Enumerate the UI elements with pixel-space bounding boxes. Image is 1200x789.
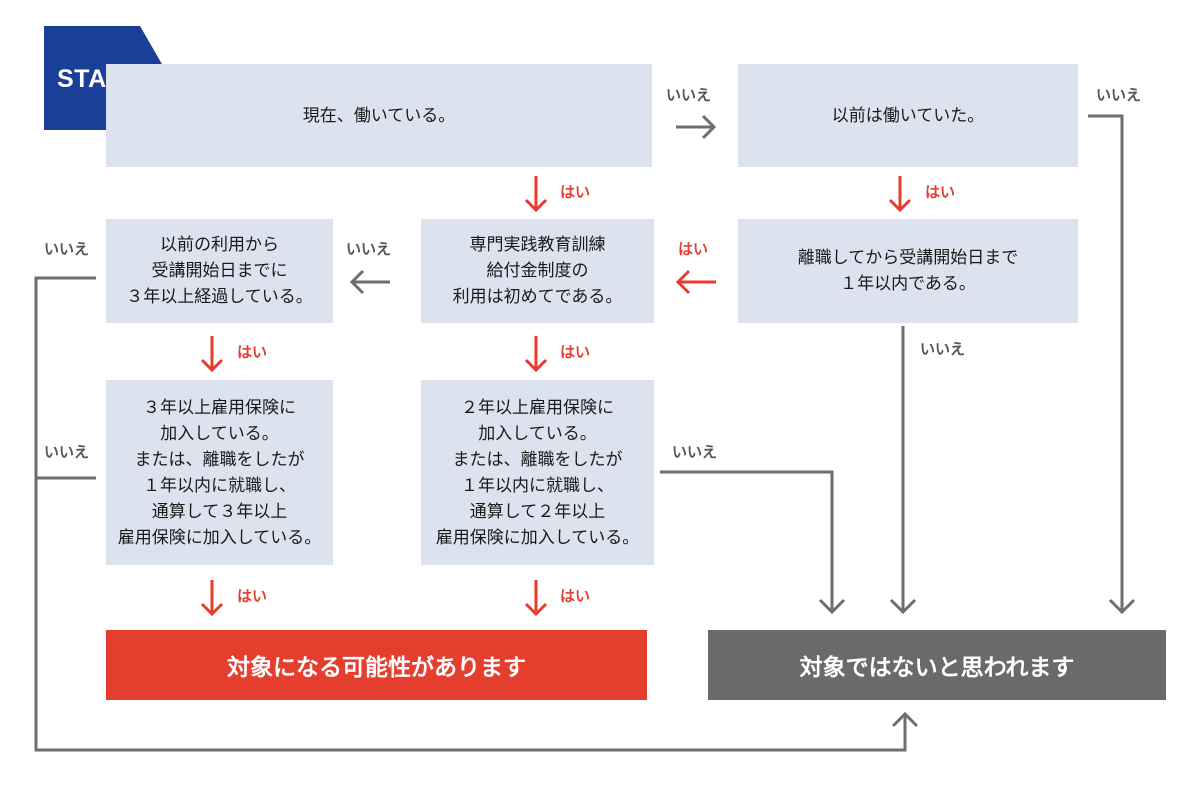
label-no-two-years-insured: いいえ xyxy=(672,443,718,461)
question-within-one-year: 離職してから受講開始日まで １年以内である。 xyxy=(738,219,1078,323)
label-yes-working: はい xyxy=(560,183,591,201)
question-first-use: 専門実践教育訓練 給付金制度の 利用は初めてである。 xyxy=(421,219,654,323)
result-not-eligible: 対象ではないと思われます xyxy=(708,630,1166,700)
arrow-no-two-years-to-not-eligible xyxy=(660,470,846,615)
label-yes-previous: はい xyxy=(925,183,956,201)
label-yes-two-years-insured: はい xyxy=(560,587,591,605)
result-eligible: 対象になる可能性があります xyxy=(106,630,647,700)
label-yes-three-years-since: はい xyxy=(237,343,268,361)
question-previously-worked: 以前は働いていた。 xyxy=(738,64,1078,167)
label-no-previous: いいえ xyxy=(1096,86,1142,104)
label-yes-within-year: はい xyxy=(678,240,709,258)
label-yes-three-years-insured: はい xyxy=(237,587,268,605)
arrow-yes-working xyxy=(524,176,548,213)
question-two-years-insured: ２年以上雇用保険に 加入している。 または、離職をしたが １年以内に就職し、 通… xyxy=(421,380,654,565)
label-no-first-use: いいえ xyxy=(346,240,392,258)
arrow-yes-three-years-insured xyxy=(200,580,224,617)
arrow-no-previous-to-not-eligible xyxy=(1088,114,1136,615)
arrow-no-working-to-previous xyxy=(676,114,717,140)
question-three-years-insured: ３年以上雇用保険に 加入している。 または、離職をしたが １年以内に就職し、 通… xyxy=(106,380,333,565)
label-no-within-year: いいえ xyxy=(920,340,966,358)
question-currently-working: 現在、働いている。 xyxy=(106,64,652,167)
label-yes-first-use: はい xyxy=(560,343,591,361)
arrow-no-left-loop-to-not-eligible xyxy=(34,276,919,752)
label-no-three-years-insured: いいえ xyxy=(44,443,90,461)
arrow-no-within-year-to-not-eligible xyxy=(889,326,917,615)
arrow-yes-within-year xyxy=(675,269,716,295)
arrow-yes-two-years-insured xyxy=(524,580,548,617)
arrow-yes-three-years-since xyxy=(200,336,224,373)
label-no-working: いいえ xyxy=(666,86,712,104)
arrow-yes-first-use xyxy=(524,336,548,373)
arrow-no-first-use-to-three-years xyxy=(349,269,390,295)
question-three-years-since-last-use: 以前の利用から 受講開始日までに ３年以上経過している。 xyxy=(106,219,333,323)
label-no-three-years-since: いいえ xyxy=(44,240,90,258)
arrow-yes-previous xyxy=(888,176,912,213)
